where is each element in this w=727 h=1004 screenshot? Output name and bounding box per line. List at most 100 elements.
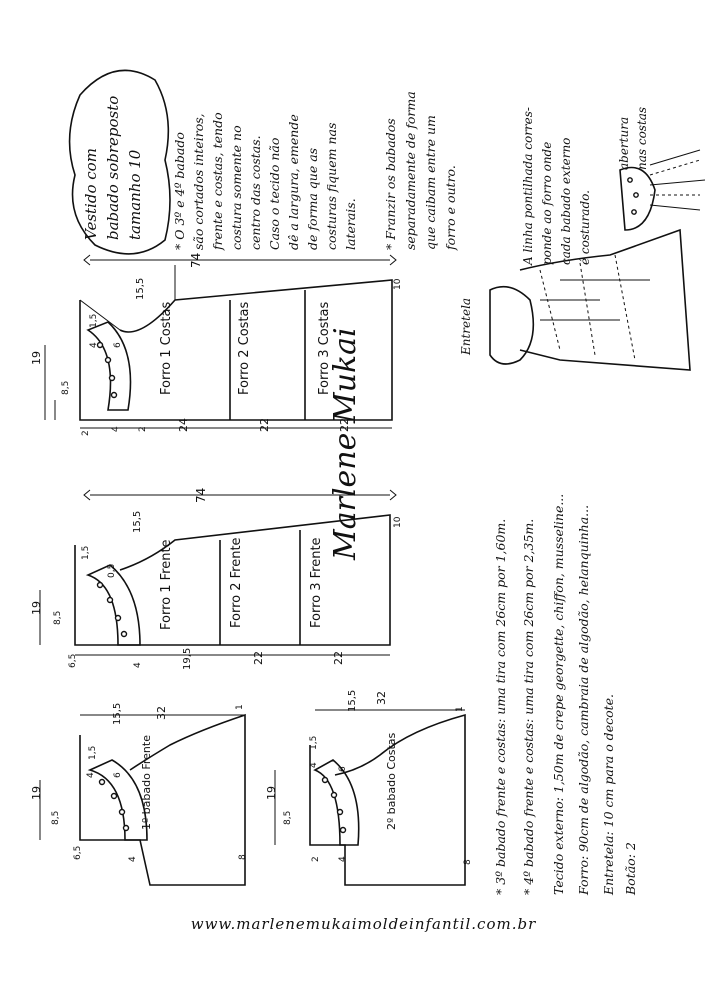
svg-text:19: 19 — [30, 786, 43, 800]
piece-babado2: 2º babado Costas — [385, 732, 398, 830]
entretela-label: Entretela — [459, 298, 473, 356]
svg-text:15,5: 15,5 — [347, 690, 358, 712]
svg-text:8: 8 — [463, 859, 473, 865]
note3-line: ponde ao forro onde — [540, 142, 554, 265]
note1-line: são cortados inteiros, — [191, 113, 206, 250]
svg-text:1: 1 — [455, 706, 465, 712]
piece-babado1: 1º babado Frente — [140, 735, 153, 830]
pattern-babado2: 2º babado Costas 19 8,5 32 15,5 1,5 4 6 … — [265, 690, 473, 886]
svg-text:15,5: 15,5 — [135, 278, 146, 300]
note2-line: que caibam entre um — [423, 115, 438, 250]
piece-forro2-costas: Forro 2 Costas — [237, 302, 252, 395]
title-line3: tamanho 10 — [126, 149, 144, 240]
note3-line: cada babado externo — [559, 138, 573, 265]
title-line1: Vestido com — [82, 148, 100, 240]
svg-text:15,5: 15,5 — [112, 703, 123, 725]
piece-forro1-frente: Forro 1 Frente — [159, 539, 174, 630]
svg-text:Marlene Mukai: Marlene Mukai — [328, 327, 363, 561]
svg-text:32: 32 — [155, 706, 168, 720]
label-forro1-costas-dim: 24 — [177, 418, 190, 432]
material-line: Entretela: 10 cm para o decote. — [601, 694, 616, 896]
svg-text:abertura: abertura — [617, 117, 631, 170]
svg-text:nas costas: nas costas — [635, 107, 649, 170]
material-line: * 4º babado frente e costas: uma tira co… — [521, 519, 536, 895]
svg-text:1,5: 1,5 — [89, 314, 99, 328]
svg-text:4: 4 — [128, 856, 138, 862]
note2-line: * Franzir os babados — [383, 118, 398, 250]
yoke-dots-babado1 — [98, 778, 130, 832]
svg-text:6: 6 — [338, 766, 348, 772]
svg-text:15,5: 15,5 — [132, 511, 143, 533]
materials-list: * 3º babado frente e costas: uma tira co… — [493, 494, 638, 896]
note1-line: dê a largura, emende — [286, 114, 301, 250]
svg-text:1,5: 1,5 — [309, 736, 319, 750]
svg-text:22: 22 — [252, 651, 265, 665]
svg-text:4: 4 — [309, 762, 319, 768]
note1-line: * O 3º e 4º babado — [172, 132, 187, 250]
svg-text:22: 22 — [338, 418, 351, 432]
svg-text:1,5: 1,5 — [81, 546, 91, 560]
material-line: Tecido externo: 1,50m de crepe georgette… — [551, 494, 566, 895]
piece-forro1-costas: Forro 1 Costas — [159, 302, 174, 395]
note1-line: costura somente no — [229, 125, 244, 250]
dim-74-frente: 74 — [194, 488, 208, 503]
svg-text:19: 19 — [30, 351, 43, 365]
note-2: * Franzir os babados separadamente de fo… — [383, 91, 458, 251]
svg-text:2: 2 — [138, 426, 148, 432]
material-line: Botão: 2 — [623, 842, 638, 896]
svg-text:22: 22 — [332, 651, 345, 665]
note2-line: forro e outro. — [443, 165, 458, 251]
note1-line: costuras fiquem nas — [324, 123, 339, 250]
svg-text:10: 10 — [393, 516, 403, 528]
svg-text:1: 1 — [235, 704, 245, 710]
title-line2: babado sobreposto — [104, 96, 122, 240]
dim-74-costas: 74 — [189, 253, 203, 268]
note2-line: separadamente de forma — [403, 91, 418, 250]
signature: Marlene Mukai — [328, 327, 363, 561]
piece-forro3-frente: Forro 3 Frente — [309, 537, 324, 628]
yoke-dots-frente — [96, 581, 128, 638]
svg-text:8,5: 8,5 — [61, 381, 71, 395]
svg-text:2: 2 — [311, 856, 321, 862]
svg-text:19: 19 — [265, 786, 278, 800]
material-line: * 3º babado frente e costas: uma tira co… — [493, 519, 508, 895]
svg-text:8: 8 — [238, 854, 248, 860]
note-3: A linha pontilhada corres- ponde ao forr… — [521, 107, 592, 266]
pattern-costas: 24 22 22 74 15,5 19 8,5 1,5 4 6 2 4 2 10… — [30, 253, 403, 436]
pattern-frente: 74 15,5 19 8,5 1,5 0,5 6,5 4 19,5 22 22 … — [30, 488, 403, 670]
yoke-dots-babado2 — [321, 776, 347, 834]
svg-text:0,5: 0,5 — [107, 564, 117, 578]
dress-illustration — [489, 149, 706, 371]
svg-text:6,5: 6,5 — [68, 654, 78, 668]
svg-text:22: 22 — [258, 418, 271, 432]
svg-text:6: 6 — [113, 772, 123, 778]
material-line: Forro: 90cm de algodão, cambraia de algo… — [576, 505, 591, 896]
note1-line: Caso o tecido não — [267, 138, 282, 250]
svg-text:32: 32 — [375, 691, 388, 705]
svg-text:4: 4 — [89, 342, 99, 348]
svg-text:4: 4 — [133, 662, 143, 668]
svg-text:19: 19 — [30, 601, 43, 615]
svg-text:1,5: 1,5 — [88, 746, 98, 760]
abertura-label: abertura nas costas — [617, 107, 649, 170]
svg-text:10: 10 — [393, 278, 403, 290]
pattern-babado1: 1º babado Frente 19 8,5 32 15,5 1,5 4 6 … — [30, 703, 248, 886]
piece-forro2-frente: Forro 2 Frente — [229, 537, 244, 628]
note3-line: A linha pontilhada corres- — [521, 107, 535, 266]
svg-text:2: 2 — [81, 430, 91, 436]
svg-text:19,5: 19,5 — [182, 648, 193, 670]
note1-line: de forma que as — [305, 148, 320, 250]
svg-text:4: 4 — [111, 426, 121, 432]
note1-line: centro das costas. — [248, 135, 263, 250]
title-cloud: Vestido com babado sobreposto tamanho 10 — [68, 69, 171, 255]
svg-text:4: 4 — [338, 856, 348, 862]
website-footer: www.marlenemukaimoldeinfantil.com.br — [190, 915, 537, 933]
svg-text:8,5: 8,5 — [283, 811, 293, 825]
svg-text:8,5: 8,5 — [53, 611, 63, 625]
svg-text:Entretela: Entretela — [459, 298, 473, 356]
note1-line: laterais. — [343, 198, 358, 250]
svg-text:6: 6 — [113, 342, 123, 348]
note1-line: frente e costas, tendo — [210, 112, 225, 251]
